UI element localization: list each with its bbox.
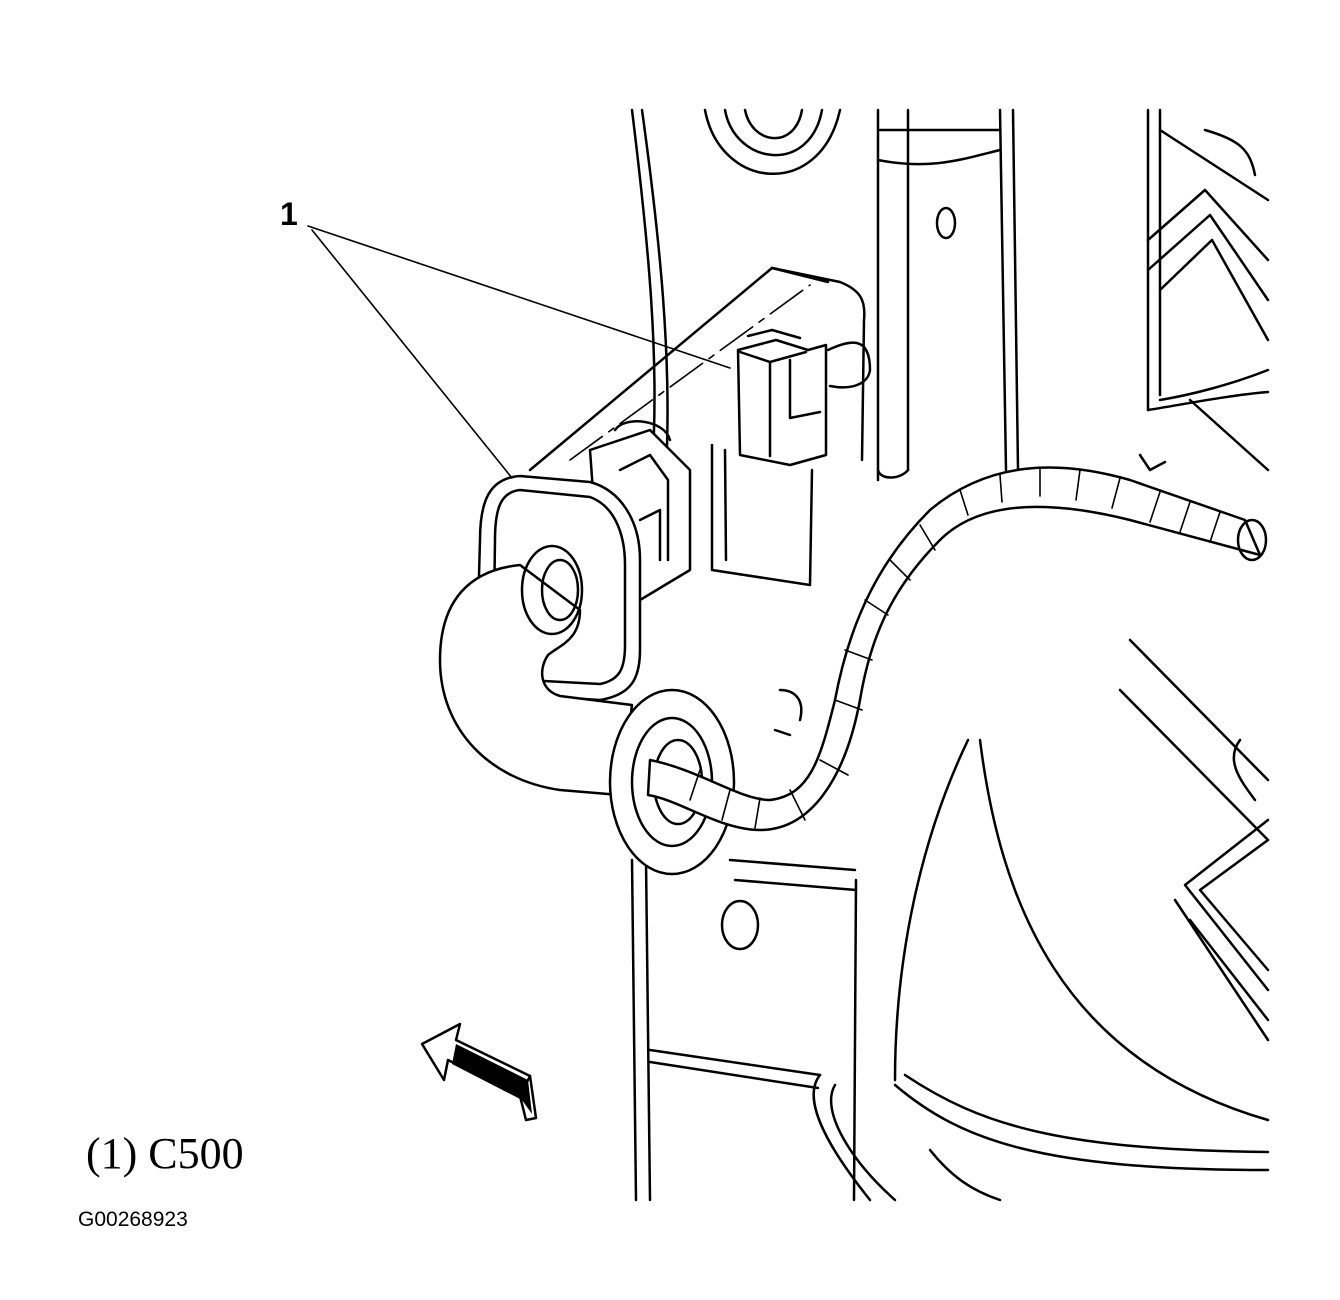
curved-tube xyxy=(438,544,634,797)
figure-id: G00268923 xyxy=(78,1208,188,1231)
connector-c500 xyxy=(736,328,872,467)
wiring-harness xyxy=(646,453,1268,832)
body-panel xyxy=(630,108,1020,1202)
lower-structure xyxy=(648,738,1270,1202)
legend-caption: (1) C500 xyxy=(86,1129,244,1178)
connector-bracket xyxy=(528,266,866,587)
callout-leaders xyxy=(307,225,731,479)
right-structure xyxy=(1118,108,1270,1042)
callout-number: 1 xyxy=(280,196,298,232)
view-direction-arrow xyxy=(420,1022,538,1122)
